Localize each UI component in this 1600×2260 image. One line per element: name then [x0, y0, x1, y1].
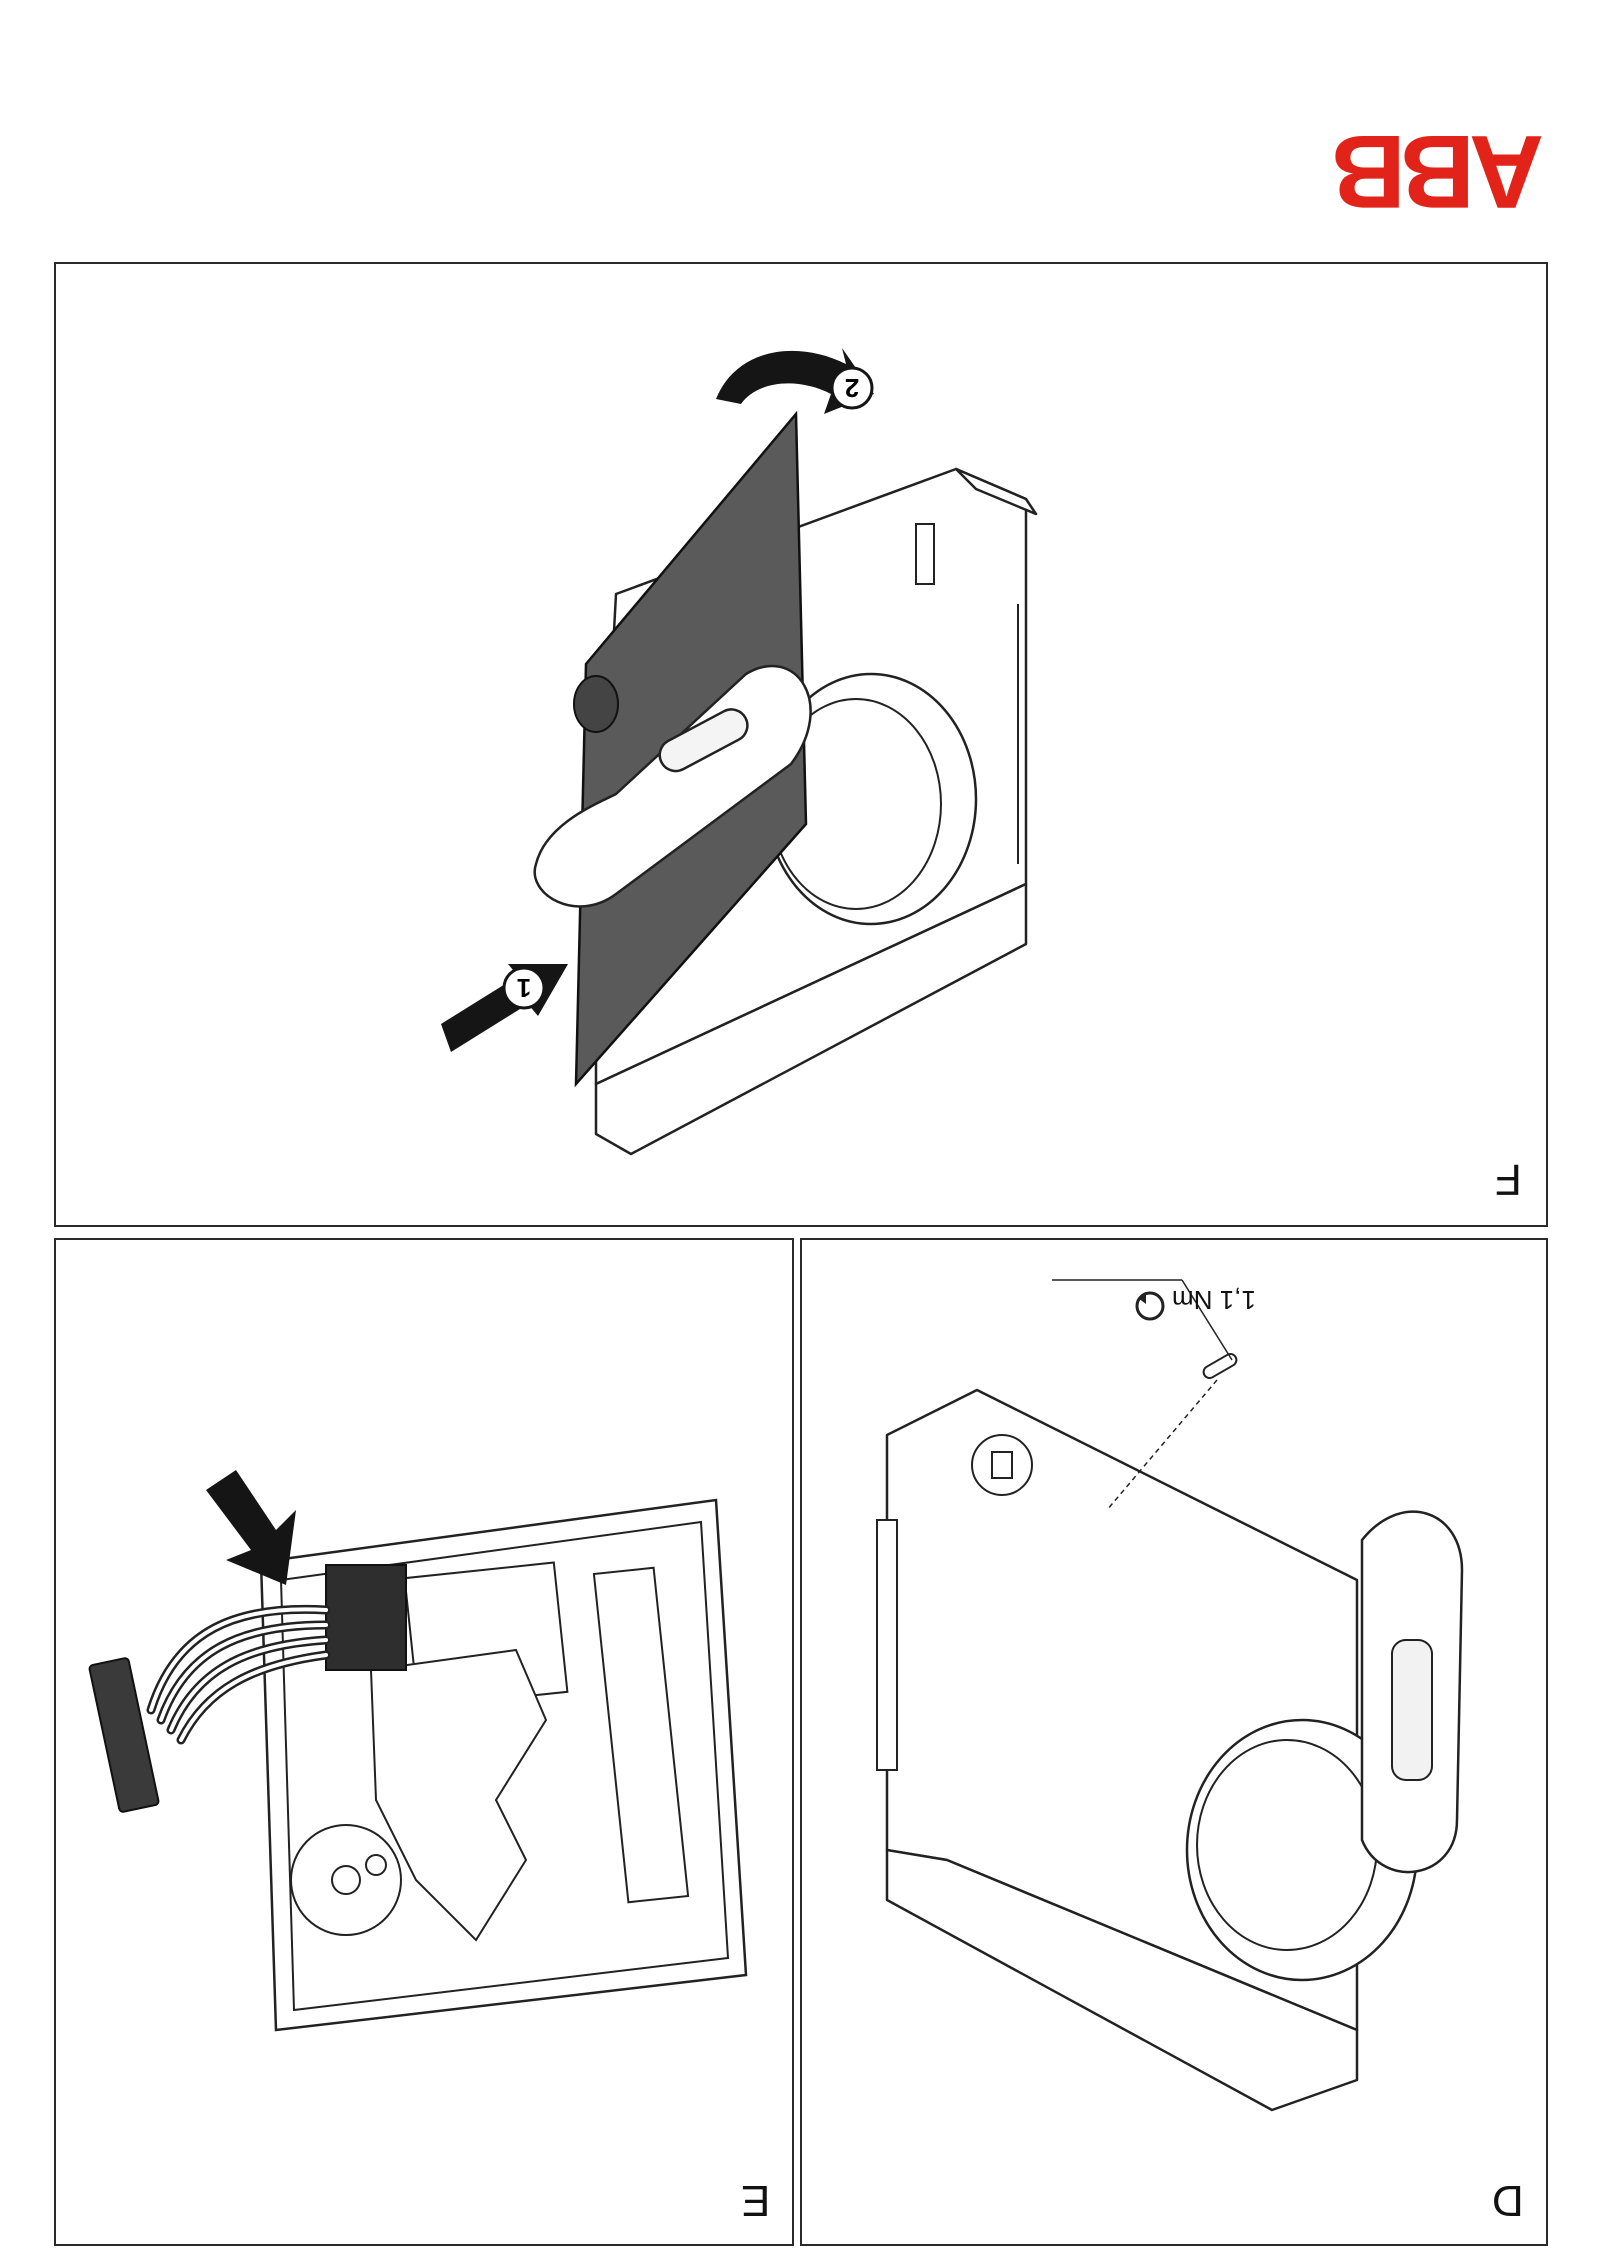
torque-leader-line [1181, 1279, 1233, 1361]
panel-d-letter: D [1492, 2176, 1524, 2225]
auxiliary-contact-block [325, 1564, 407, 1671]
torque-value: 1,1 Nm [1172, 1285, 1256, 1315]
step-1-badge [502, 966, 546, 1010]
panel-e-illustration [88, 1470, 748, 2032]
terminal-connector [88, 1657, 160, 1813]
panel-f-illustration: 1 2 [441, 348, 1038, 1156]
screw [1202, 1353, 1238, 1379]
enclosure-side [594, 882, 1028, 1156]
mechanism-lever [369, 1648, 548, 1942]
panel-e: E [54, 1238, 794, 2246]
torque-rotation-icon [1135, 1291, 1165, 1321]
indicator-arrow [206, 1470, 296, 1585]
panel-e-letter: E [740, 2176, 770, 2225]
step-1-label: 1 [517, 973, 531, 1003]
handle [533, 664, 812, 908]
panel-f: 1 2 F [54, 262, 1548, 1227]
push-arrow-1 [441, 964, 568, 1052]
enclosure-side [885, 1848, 1359, 2112]
step-2-label: 2 [845, 373, 859, 403]
panel-d: 1,1 Nm D [800, 1238, 1548, 2246]
panel-d-illustration [876, 1279, 1464, 2112]
abb-logo-text: ABB [1335, 128, 1544, 224]
abb-logo: ABB [1335, 128, 1544, 224]
panel-f-letter: F [1495, 1155, 1522, 1204]
step-2-badge [830, 366, 874, 410]
